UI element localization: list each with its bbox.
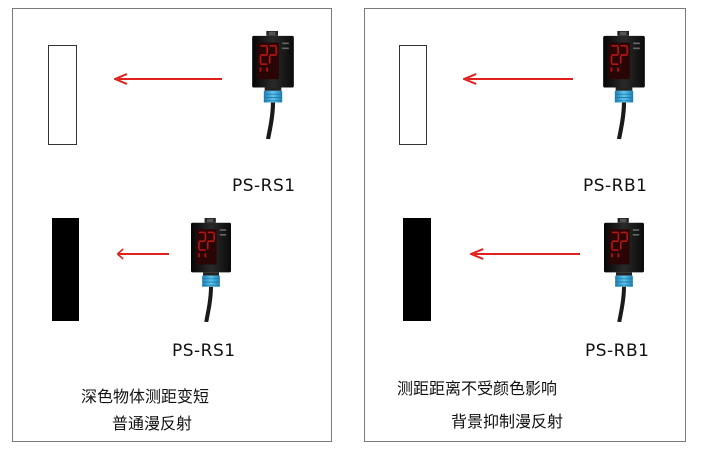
arrow-left-icon bbox=[117, 248, 169, 260]
dark-target bbox=[52, 218, 79, 321]
caption-line1: 测距距离不受颜色影响 bbox=[397, 379, 558, 398]
arrow-left-icon bbox=[114, 73, 222, 85]
light-target bbox=[48, 45, 77, 145]
model-label: PS-RB1 bbox=[583, 176, 648, 196]
model-label: PS-RB1 bbox=[585, 341, 650, 361]
light-target bbox=[399, 45, 427, 145]
photoelectric-sensor-icon bbox=[248, 30, 298, 140]
photoelectric-sensor-icon bbox=[600, 205, 648, 335]
dark-target bbox=[403, 218, 431, 321]
arrow-left-icon bbox=[463, 73, 573, 85]
photoelectric-sensor-icon bbox=[599, 30, 649, 140]
arrow-left-icon bbox=[470, 248, 580, 260]
caption-line1: 深色物体测距变短 bbox=[81, 387, 210, 406]
caption-line2: 普通漫反射 bbox=[112, 414, 193, 433]
caption-line2: 背景抑制漫反射 bbox=[451, 412, 564, 431]
photoelectric-sensor-icon bbox=[187, 205, 235, 335]
model-label: PS-RS1 bbox=[172, 341, 236, 361]
model-label: PS-RS1 bbox=[232, 176, 296, 196]
